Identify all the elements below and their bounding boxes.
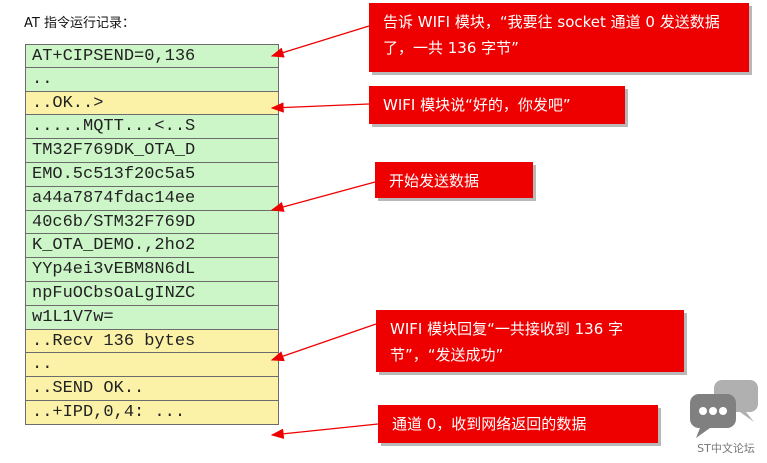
log-row: K_OTA_DEMO.,2ho2 — [25, 234, 279, 259]
log-row: ..Recv 136 bytes — [25, 329, 279, 354]
log-row: EMO.5c513f20c5a5 — [25, 162, 279, 187]
log-row: a44a7874fdac14ee — [25, 186, 279, 211]
log-row: 40c6b/STM32F769D — [25, 210, 279, 235]
logo-text: ST中文论坛 — [697, 442, 755, 455]
callout-ok: WIFI 模块说“好的，你发吧” — [369, 86, 625, 124]
log-row: YYp4ei3vEBM8N6dL — [25, 258, 279, 282]
arrow-send-data — [270, 181, 376, 212]
page-title: AT 指令运行记录： — [24, 16, 135, 31]
arrow-recv — [270, 323, 377, 362]
log-row: AT+CIPSEND=0,136 — [25, 44, 279, 68]
callout-send-data: 开始发送数据 — [375, 162, 533, 198]
log-row: ..+IPD,0,4: ... — [25, 400, 279, 425]
arrow-ipd — [270, 423, 379, 439]
callout-ipd: 通道 0，收到网络返回的数据 — [378, 405, 658, 443]
log-row: npFuOCbsOaLgINZC — [25, 281, 279, 306]
arrow-cipsend — [270, 25, 370, 58]
log-row: .. — [25, 353, 279, 378]
callout-cipsend: 告诉 WIFI 模块，“我要往 socket 通道 0 发送数据了，一共 136… — [369, 3, 749, 72]
at-log-table: AT+CIPSEND=0,136 .. ..OK..> .....MQTT...… — [25, 44, 279, 425]
chat-bubbles-icon — [688, 378, 762, 458]
log-row: w1L1V7w= — [25, 305, 279, 330]
log-row: .....MQTT...<..S — [25, 115, 279, 140]
log-row: ..SEND OK.. — [25, 377, 279, 401]
callout-recv: WIFI 模块回复“一共接收到 136 字节”，“发送成功” — [376, 310, 684, 372]
log-row: .. — [25, 67, 279, 92]
log-row: TM32F769DK_OTA_D — [25, 139, 279, 163]
arrow-ok — [270, 102, 370, 113]
